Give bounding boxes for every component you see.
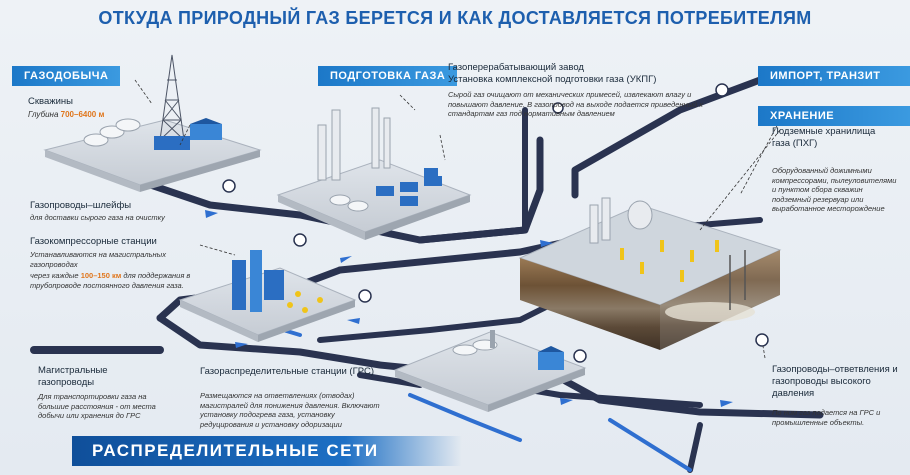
tag-production: ГАЗОДОБЫЧА	[12, 66, 121, 86]
compressor-note-1: Устанавливаются на магистральных газопро…	[30, 250, 166, 269]
grs-title: Газораспределительные станции (ГРС)	[200, 366, 374, 377]
processing-plant	[276, 107, 472, 240]
mainline-note: Для транспортировки газа на большие расс…	[38, 392, 156, 420]
storage-tanks-icon	[589, 197, 653, 244]
compressor-note-post: для поддержания в трубопроводе постоянно…	[30, 271, 191, 290]
compressor-station	[178, 250, 357, 342]
flowlines-note: для доставки сырого газа на очистку	[30, 213, 165, 222]
tag-preparation: ПОДГОТОВКА ГАЗА	[318, 66, 458, 86]
mainline-title: Магистральные газопроводы	[38, 365, 108, 388]
grs-station	[393, 330, 587, 412]
wells-depth-label: Глубина	[28, 110, 59, 119]
page-title: ОТКУДА ПРИРОДНЫЙ ГАЗ БЕРЕТСЯ И КАК ДОСТА…	[98, 8, 812, 28]
wells-depth: Глубина 700–6400 м	[28, 110, 104, 120]
tag-storage: ХРАНЕНИЕ	[758, 106, 910, 126]
branches-note: По ним газ подается на ГРС и промышленны…	[772, 408, 881, 427]
compressor-interval: 100–150 км	[80, 271, 122, 280]
plant-title-1: Газоперерабатывающий завод	[448, 62, 584, 73]
wells-depth-value: 700–6400 м	[60, 110, 105, 119]
compressor-note-2: через каждые 100–150 км для поддержания …	[30, 271, 210, 290]
branches-title: Газопроводы–ответвления и газопроводы вы…	[772, 364, 898, 399]
drilling-rig-icon	[159, 54, 185, 141]
flowlines-title: Газопроводы–шлейфы	[30, 200, 132, 211]
distillation-columns-icon	[317, 107, 391, 181]
grs-note: Размещаются на ответвлениях (отводах) ма…	[200, 391, 380, 429]
leader-lines	[134, 79, 781, 359]
tag-import: ИМПОРТ, ТРАНЗИТ	[758, 66, 910, 86]
pressure-gauges	[222, 83, 769, 363]
flow-arrows	[205, 210, 733, 407]
storage-title: Подземные хранилища газа (ПХГ)	[772, 126, 876, 149]
gas-tanks-icon	[83, 118, 141, 147]
plant-note: Сырой газ очищают от механических примес…	[448, 90, 703, 118]
distribution-banner: РАСПРЕДЕЛИТЕЛЬНЫЕ СЕТИ	[72, 436, 462, 466]
plant-title-2: Установка комплексной подготовки газа (У…	[448, 74, 657, 85]
compressor-note-pre: через каждые	[30, 271, 79, 280]
storage-note: Оборудованный дожимными компрессорами, п…	[772, 166, 897, 213]
production-site	[43, 54, 262, 192]
compressor-title: Газокомпрессорные станции	[30, 236, 157, 247]
wells-title: Скважины	[28, 96, 73, 107]
underground-storage	[518, 197, 782, 350]
